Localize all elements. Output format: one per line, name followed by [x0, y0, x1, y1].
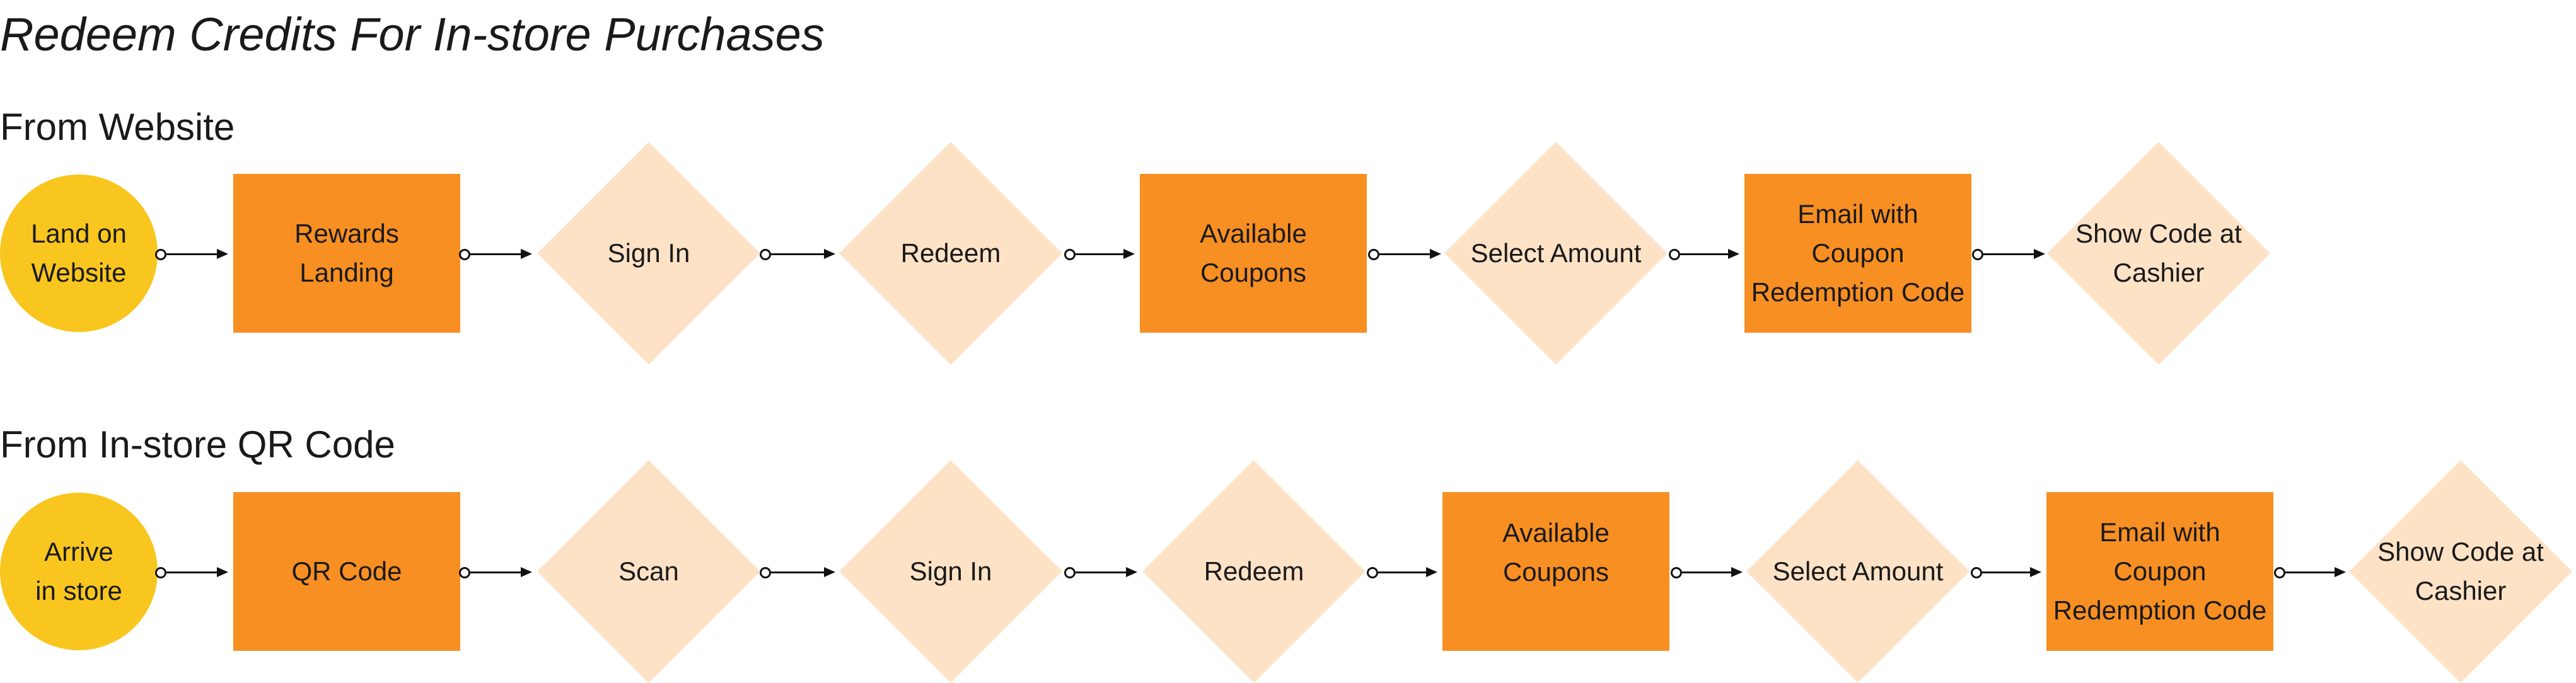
connector-line — [1983, 253, 2035, 255]
connector-dot — [1367, 567, 1378, 578]
connector-arrow — [459, 248, 532, 260]
node-label: Available Coupons — [1200, 219, 1307, 287]
node-label: Rewards Landing — [294, 219, 399, 287]
connector-dot — [155, 567, 166, 578]
action-node-select-amount: Select Amount — [1444, 142, 1668, 365]
node-label: Available Coupons — [1502, 518, 1610, 587]
connector-line — [1378, 571, 1427, 573]
start-node-land-on-website: Land on Website — [0, 175, 158, 332]
connector-line — [1076, 571, 1127, 573]
connector-dot — [1972, 249, 1983, 260]
screen-node-available-coupons: Available Coupons — [1442, 492, 1669, 651]
node-label: Select Amount — [1470, 238, 1642, 268]
screen-node-rewards-landing: Rewards Landing — [233, 174, 460, 333]
screen-node-email-coupon: Email with Coupon Redemption Code — [1744, 174, 1971, 333]
screen-node-qr-code: QR Code — [233, 492, 460, 651]
connector-dot — [1669, 249, 1680, 260]
node-label: Redeem — [1204, 556, 1304, 586]
connector-line — [166, 571, 218, 573]
connector-arrow — [155, 566, 228, 578]
node-label: Email with Coupon Redemption Code — [2053, 517, 2267, 625]
arrow-head-icon — [2335, 567, 2346, 577]
connector-line — [470, 253, 522, 255]
arrow-head-icon — [217, 249, 228, 259]
connector-line — [1379, 253, 1431, 255]
arrow-head-icon — [1728, 249, 1739, 259]
connector-arrow — [1064, 566, 1137, 578]
connector-line — [470, 571, 522, 573]
connector-line — [1982, 571, 2031, 573]
arrow-head-icon — [2030, 567, 2041, 577]
action-node-sign-in: Sign In — [839, 460, 1062, 683]
node-label: Arrive in store — [35, 537, 122, 606]
node-label: Show Code at Cashier — [2075, 219, 2242, 287]
start-node-arrive-in-store: Arrive in store — [0, 493, 158, 650]
flow-title-website: From Website — [0, 106, 235, 148]
connector-line — [1682, 571, 1732, 573]
connector-arrow — [1669, 248, 1739, 260]
screen-node-available-coupons: Available Coupons — [1140, 174, 1367, 333]
connector-dot — [459, 567, 470, 578]
action-node-redeem: Redeem — [839, 142, 1062, 365]
flow-title-qr: From In-store QR Code — [0, 423, 395, 466]
connector-arrow — [2274, 566, 2346, 578]
action-node-show-code: Show Code at Cashier — [2349, 460, 2572, 683]
connector-arrow — [760, 248, 835, 260]
connector-dot — [459, 249, 470, 260]
node-label: Select Amount — [1772, 556, 1944, 586]
arrow-head-icon — [824, 567, 835, 577]
action-node-sign-in: Sign In — [537, 142, 760, 365]
node-label: Redeem — [900, 238, 1001, 268]
connector-dot — [1671, 567, 1682, 578]
connector-arrow — [1064, 248, 1135, 260]
connector-dot — [1064, 249, 1076, 260]
node-label: Sign In — [909, 556, 992, 586]
arrow-head-icon — [1731, 567, 1743, 577]
arrow-head-icon — [521, 567, 532, 577]
arrow-head-icon — [2034, 249, 2045, 259]
arrow-head-icon — [521, 249, 532, 259]
node-label: Land on Website — [31, 219, 127, 287]
connector-arrow — [760, 566, 835, 578]
action-node-redeem: Redeem — [1142, 460, 1366, 683]
connector-arrow — [1671, 566, 1743, 578]
node-label: QR Code — [291, 556, 402, 586]
connector-arrow — [1368, 248, 1441, 260]
connector-dot — [1064, 567, 1076, 578]
connector-arrow — [1972, 248, 2045, 260]
node-label: Show Code at Cashier — [2377, 537, 2544, 606]
connector-line — [771, 571, 825, 573]
connector-line — [1076, 253, 1125, 255]
connector-arrow — [1971, 566, 2041, 578]
connector-line — [166, 253, 218, 255]
node-label: Email with Coupon Redemption Code — [1751, 199, 1965, 307]
connector-line — [1680, 253, 1729, 255]
node-label: Scan — [618, 556, 679, 586]
connector-dot — [760, 567, 771, 578]
action-node-select-amount: Select Amount — [1746, 460, 1970, 683]
action-node-scan: Scan — [537, 460, 760, 683]
connector-dot — [760, 249, 771, 260]
arrow-head-icon — [824, 249, 835, 259]
arrow-head-icon — [1123, 249, 1135, 259]
arrow-head-icon — [1430, 249, 1441, 259]
connector-dot — [155, 249, 166, 260]
connector-dot — [1971, 567, 1982, 578]
connector-arrow — [459, 566, 532, 578]
screen-node-email-coupon: Email with Coupon Redemption Code — [2046, 492, 2273, 651]
connector-line — [2285, 571, 2336, 573]
arrow-head-icon — [1126, 567, 1137, 577]
page-title: Redeem Credits For In-store Purchases — [0, 8, 825, 60]
node-label: Sign In — [607, 238, 690, 268]
connector-dot — [1368, 249, 1379, 260]
arrow-head-icon — [217, 567, 228, 577]
action-node-show-code: Show Code at Cashier — [2047, 142, 2270, 365]
connector-arrow — [155, 248, 228, 260]
connector-dot — [2274, 567, 2285, 578]
connector-line — [771, 253, 825, 255]
arrow-head-icon — [1426, 567, 1437, 577]
connector-arrow — [1367, 566, 1437, 578]
